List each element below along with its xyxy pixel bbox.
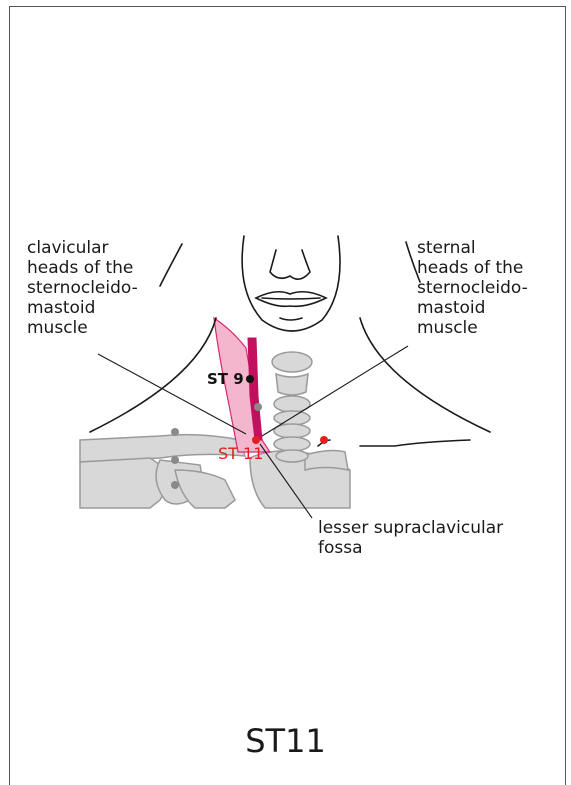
gray-point [171,428,179,436]
trachea [272,352,312,462]
lesser-supraclavicular-fossa-label: lesser supraclavicular fossa [318,518,503,558]
st11-label: ST 11 [218,446,263,462]
gray-point [171,456,179,464]
st11-point [252,436,260,444]
st9-point [246,375,254,383]
st11-point-mirror [320,436,328,444]
gray-point [171,481,179,489]
gray-point [254,403,262,411]
sternal-heads-label: sternal heads of the sternocleido- masto… [417,238,528,338]
st9-label: ST 9 [207,371,244,387]
clavicular-heads-label: clavicular heads of the sternocleido- ma… [27,238,138,338]
page-title: ST11 [0,722,571,760]
